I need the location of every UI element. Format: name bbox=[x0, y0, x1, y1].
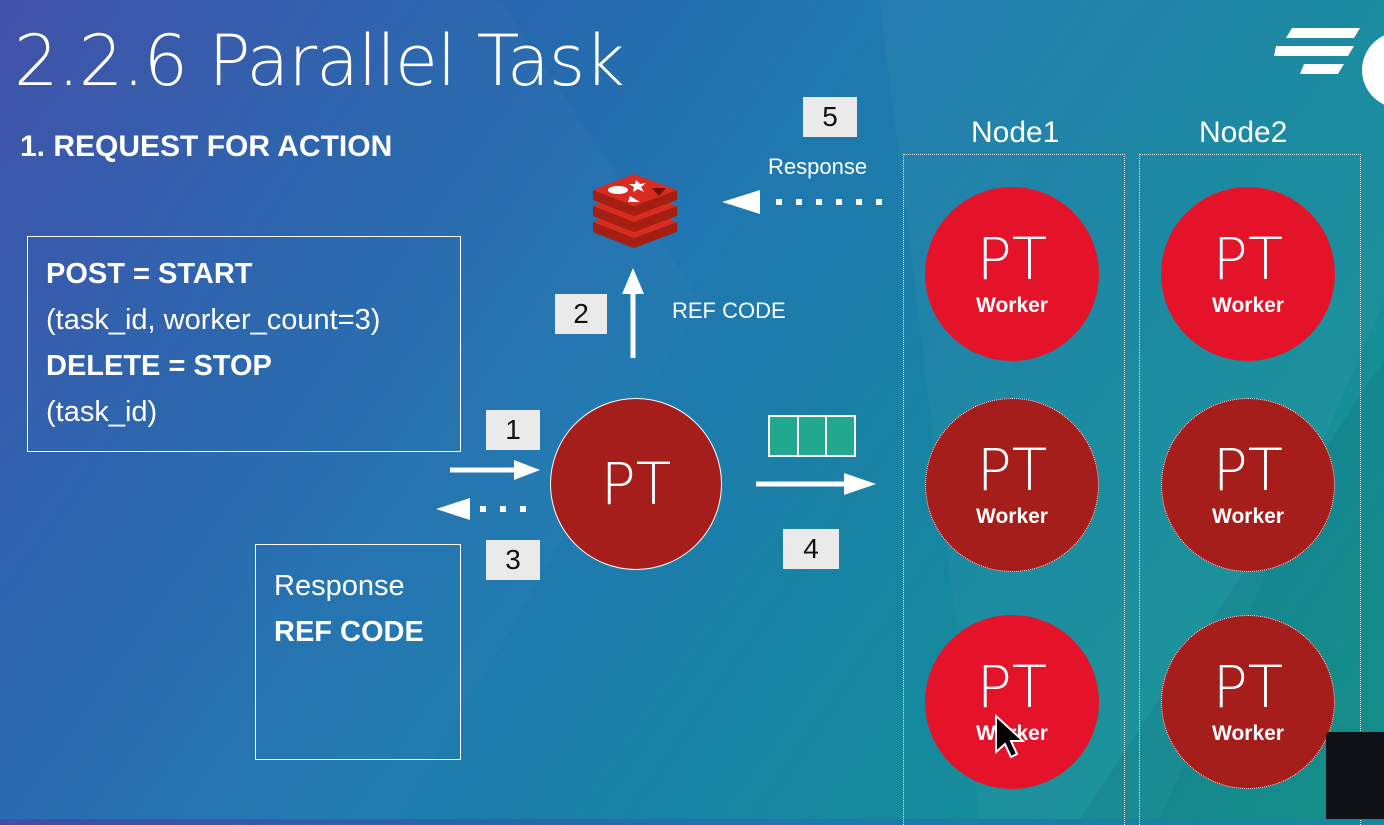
node1-worker-3: PT Worker bbox=[925, 615, 1099, 789]
video-overlay-corner bbox=[1326, 732, 1384, 819]
node1-column bbox=[903, 154, 1125, 825]
step-badge-3: 3 bbox=[486, 540, 540, 580]
node2-label: Node2 bbox=[1199, 116, 1288, 149]
worker-pt-text: PT bbox=[1212, 436, 1284, 504]
worker-pt-text: PT bbox=[976, 653, 1048, 721]
worker-label: Worker bbox=[976, 294, 1048, 317]
response-dotted-arrow bbox=[436, 498, 526, 520]
worker-response-dotted-arrow bbox=[722, 190, 882, 214]
step-badge-4: 4 bbox=[783, 529, 839, 569]
response-label: Response bbox=[768, 154, 868, 179]
post-params-label: (task_id, worker_count=3) bbox=[46, 304, 381, 336]
queue-icon bbox=[768, 415, 856, 457]
node2-worker-1: PT Worker bbox=[1161, 187, 1335, 361]
ref-code-up-arrow bbox=[622, 268, 644, 358]
speed-lines-logo bbox=[1274, 28, 1384, 105]
dispatch-arrow bbox=[756, 473, 876, 495]
page-title: 2.2.6 Parallel Task bbox=[14, 20, 625, 102]
redis-stack-icon bbox=[593, 174, 677, 248]
step-badge-1: 1 bbox=[486, 410, 540, 450]
request-box: POST = START (task_id, worker_count=3) D… bbox=[27, 236, 461, 452]
worker-label: Worker bbox=[1212, 294, 1284, 317]
worker-pt-text: PT bbox=[976, 225, 1048, 293]
step-badge-2: 2 bbox=[555, 294, 607, 334]
worker-pt-text: PT bbox=[1212, 653, 1284, 721]
step-badge-5: 5 bbox=[803, 97, 857, 137]
response-box: Response REF CODE bbox=[255, 544, 461, 760]
node1-label: Node1 bbox=[971, 116, 1060, 149]
node2-column bbox=[1139, 154, 1361, 825]
worker-label: Worker bbox=[976, 722, 1048, 745]
worker-label: Worker bbox=[976, 505, 1048, 528]
parallel-task-server: PT bbox=[550, 398, 722, 570]
worker-label: Worker bbox=[1212, 505, 1284, 528]
response-ref-code: REF CODE bbox=[274, 616, 424, 648]
delete-params-label: (task_id) bbox=[46, 396, 158, 428]
worker-pt-text: PT bbox=[976, 436, 1048, 504]
response-box-label: Response bbox=[274, 570, 405, 602]
node1-worker-2: PT Worker bbox=[925, 398, 1099, 572]
ref-code-label: REF CODE bbox=[672, 298, 786, 323]
node1-worker-1: PT Worker bbox=[925, 187, 1099, 361]
request-arrow bbox=[450, 460, 540, 480]
worker-label: Worker bbox=[1212, 722, 1284, 745]
section-subtitle: 1. REQUEST FOR ACTION bbox=[20, 130, 393, 163]
worker-pt-text: PT bbox=[1212, 225, 1284, 293]
node2-worker-3: PT Worker bbox=[1161, 615, 1335, 789]
node2-worker-2: PT Worker bbox=[1161, 398, 1335, 572]
post-start-label: POST = START bbox=[46, 258, 253, 290]
delete-stop-label: DELETE = STOP bbox=[46, 350, 272, 382]
